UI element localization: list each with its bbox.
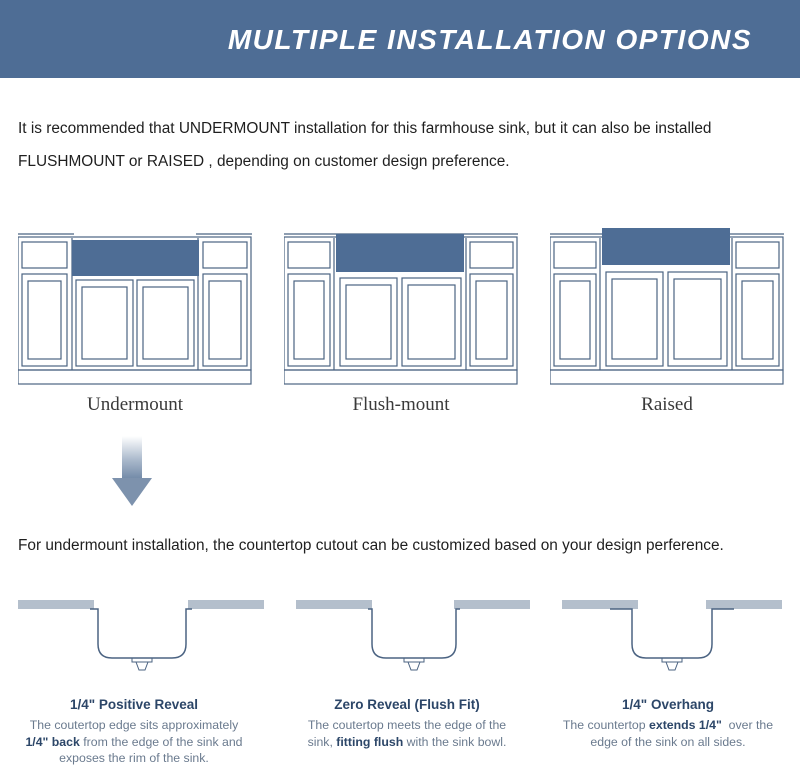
option-desc-line: sink, fitting flush with the sink bowl.	[282, 734, 532, 751]
option-zero-reveal: Zero Reveal (Flush Fit) The coutertop me…	[282, 697, 532, 750]
flushmount-cabinet-illustration	[284, 233, 518, 385]
flushmount-label: Flush-mount	[352, 394, 450, 415]
zero-reveal-diagram	[296, 600, 530, 671]
positive-reveal-diagram	[18, 600, 264, 671]
overhang-diagram	[562, 600, 782, 671]
option-positive-reveal: 1/4" Positive Reveal The coutertop edge …	[9, 697, 259, 767]
option-desc-line: The countertop extends 1/4" over the	[543, 717, 793, 734]
undermount-cabinet-illustration	[18, 233, 252, 385]
option-title: 1/4" Positive Reveal	[70, 697, 198, 712]
option-title: 1/4" Overhang	[622, 697, 714, 712]
page-title: MULTIPLE INSTALLATION OPTIONS	[227, 24, 752, 55]
option-title: Zero Reveal (Flush Fit)	[334, 697, 480, 712]
option-desc-bold: 1/4" back	[25, 734, 80, 749]
raised-cabinet-illustration	[550, 228, 784, 385]
option-overhang: 1/4" Overhang The countertop extends 1/4…	[543, 697, 793, 750]
option-desc-line: The coutertop edge sits approximately	[29, 718, 239, 732]
raised-label: Raised	[641, 394, 693, 415]
option-desc-line: The coutertop meets the edge of the	[307, 718, 507, 732]
option-description: The coutertop edge sits approximately 1/…	[9, 717, 259, 767]
option-desc-bold: fitting flush	[336, 734, 404, 749]
cutout-intro-text: For undermount installation, the counter…	[18, 537, 724, 554]
option-desc-text: from the edge of the sink and	[79, 734, 243, 749]
header-banner: MULTIPLE INSTALLATION OPTIONS	[0, 0, 800, 78]
down-arrow-icon	[112, 436, 152, 506]
option-description: The coutertop meets the edge of the sink…	[282, 717, 532, 750]
option-desc-text: The countertop	[562, 718, 650, 732]
intro-line-1: It is recommended that UNDERMOUNT instal…	[18, 120, 712, 137]
undermount-label: Undermount	[86, 394, 184, 415]
option-description: The countertop extends 1/4" over the edg…	[543, 717, 793, 750]
option-desc-line: edge of the sink on all sides.	[590, 734, 746, 749]
intro-line-2: FLUSHMOUNT or RAISED , depending on cust…	[18, 153, 510, 170]
option-desc-text: sink,	[307, 734, 337, 749]
option-desc-text: over the	[721, 718, 774, 732]
intro-text: It is recommended that UNDERMOUNT instal…	[18, 112, 788, 178]
option-desc-text: with the sink bowl.	[403, 734, 507, 749]
option-desc-line: exposes the rim of the sink.	[59, 751, 209, 765]
option-desc-bold: extends 1/4"	[649, 718, 722, 732]
option-desc-line: 1/4" back from the edge of the sink and	[9, 734, 259, 751]
